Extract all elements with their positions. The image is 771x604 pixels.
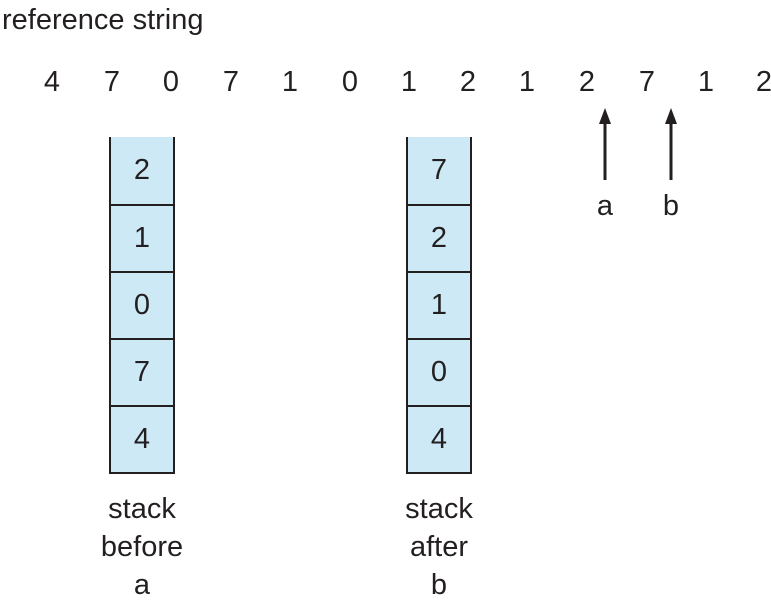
stack-cell: 0 — [408, 338, 470, 405]
caption-line: stack — [405, 493, 473, 525]
arrow-a-icon — [599, 108, 611, 180]
stack-cell: 7 — [111, 338, 173, 405]
diagram-title: reference string — [2, 4, 204, 36]
caption-line: after — [409, 531, 469, 563]
ref-item-1: 4 — [43, 66, 61, 98]
caption-line: a — [133, 569, 151, 601]
ref-item-5: 1 — [281, 66, 299, 98]
ref-item-13: 2 — [755, 66, 771, 98]
stack-after-b: 7 2 1 0 4 — [406, 137, 472, 474]
stack-cell: 2 — [111, 137, 173, 204]
ref-item-2: 7 — [103, 66, 121, 98]
stack-after-b-caption: stack after b — [359, 490, 519, 604]
stack-cell: 0 — [111, 271, 173, 338]
ref-item-11: 7 — [638, 66, 656, 98]
ref-item-9: 1 — [518, 66, 536, 98]
ref-item-7: 1 — [400, 66, 418, 98]
caption-line: stack — [108, 493, 176, 525]
marker-label-a: a — [596, 190, 614, 222]
stack-cell: 1 — [408, 271, 470, 338]
stack-before-a-caption: stack before a — [62, 490, 222, 604]
stack-cell: 4 — [111, 405, 173, 472]
marker-label-b: b — [662, 190, 680, 222]
stack-cell: 2 — [408, 204, 470, 271]
caption-line: before — [100, 531, 184, 563]
ref-item-12: 1 — [697, 66, 715, 98]
ref-item-6: 0 — [341, 66, 359, 98]
caption-line: b — [430, 569, 448, 601]
stack-cell: 7 — [408, 137, 470, 204]
stack-cell: 4 — [408, 405, 470, 472]
ref-item-3: 0 — [162, 66, 180, 98]
stack-before-a: 2 1 0 7 4 — [109, 137, 175, 474]
stack-cell: 1 — [111, 204, 173, 271]
arrow-b-icon — [665, 108, 677, 180]
ref-item-10: 2 — [578, 66, 596, 98]
ref-item-4: 7 — [222, 66, 240, 98]
ref-item-8: 2 — [459, 66, 477, 98]
